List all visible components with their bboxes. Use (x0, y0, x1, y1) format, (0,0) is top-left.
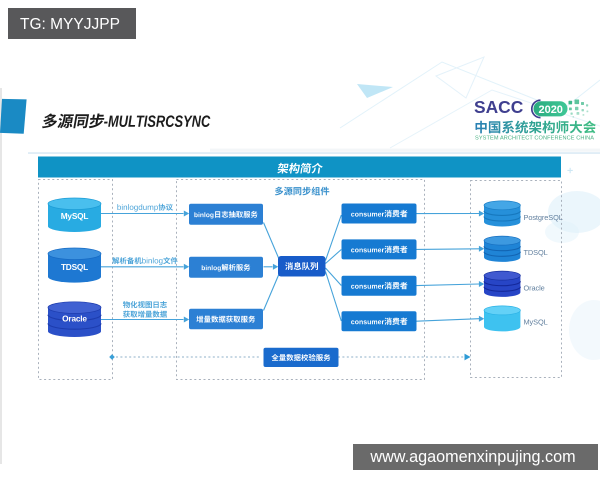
svg-text:TG: MYYJJPP: TG: MYYJJPP (20, 16, 120, 33)
svg-text:MySQL: MySQL (524, 318, 548, 327)
svg-text:Oracle: Oracle (524, 283, 545, 292)
svg-text:TDSQL: TDSQL (524, 248, 548, 257)
svg-text:TDSQL: TDSQL (61, 262, 88, 272)
svg-text:SACC: SACC (474, 97, 524, 117)
svg-text:2020: 2020 (538, 104, 562, 116)
svg-text:PostgreSQL: PostgreSQL (524, 213, 563, 222)
svg-text:SYSTEM ARCHITECT CONFERENCE CH: SYSTEM ARCHITECT CONFERENCE CHINA (475, 136, 594, 142)
svg-text:MySQL: MySQL (61, 211, 89, 221)
svg-text:www.agaomenxinpujing.com: www.agaomenxinpujing.com (369, 448, 575, 466)
svg-text:Oracle: Oracle (62, 314, 87, 324)
